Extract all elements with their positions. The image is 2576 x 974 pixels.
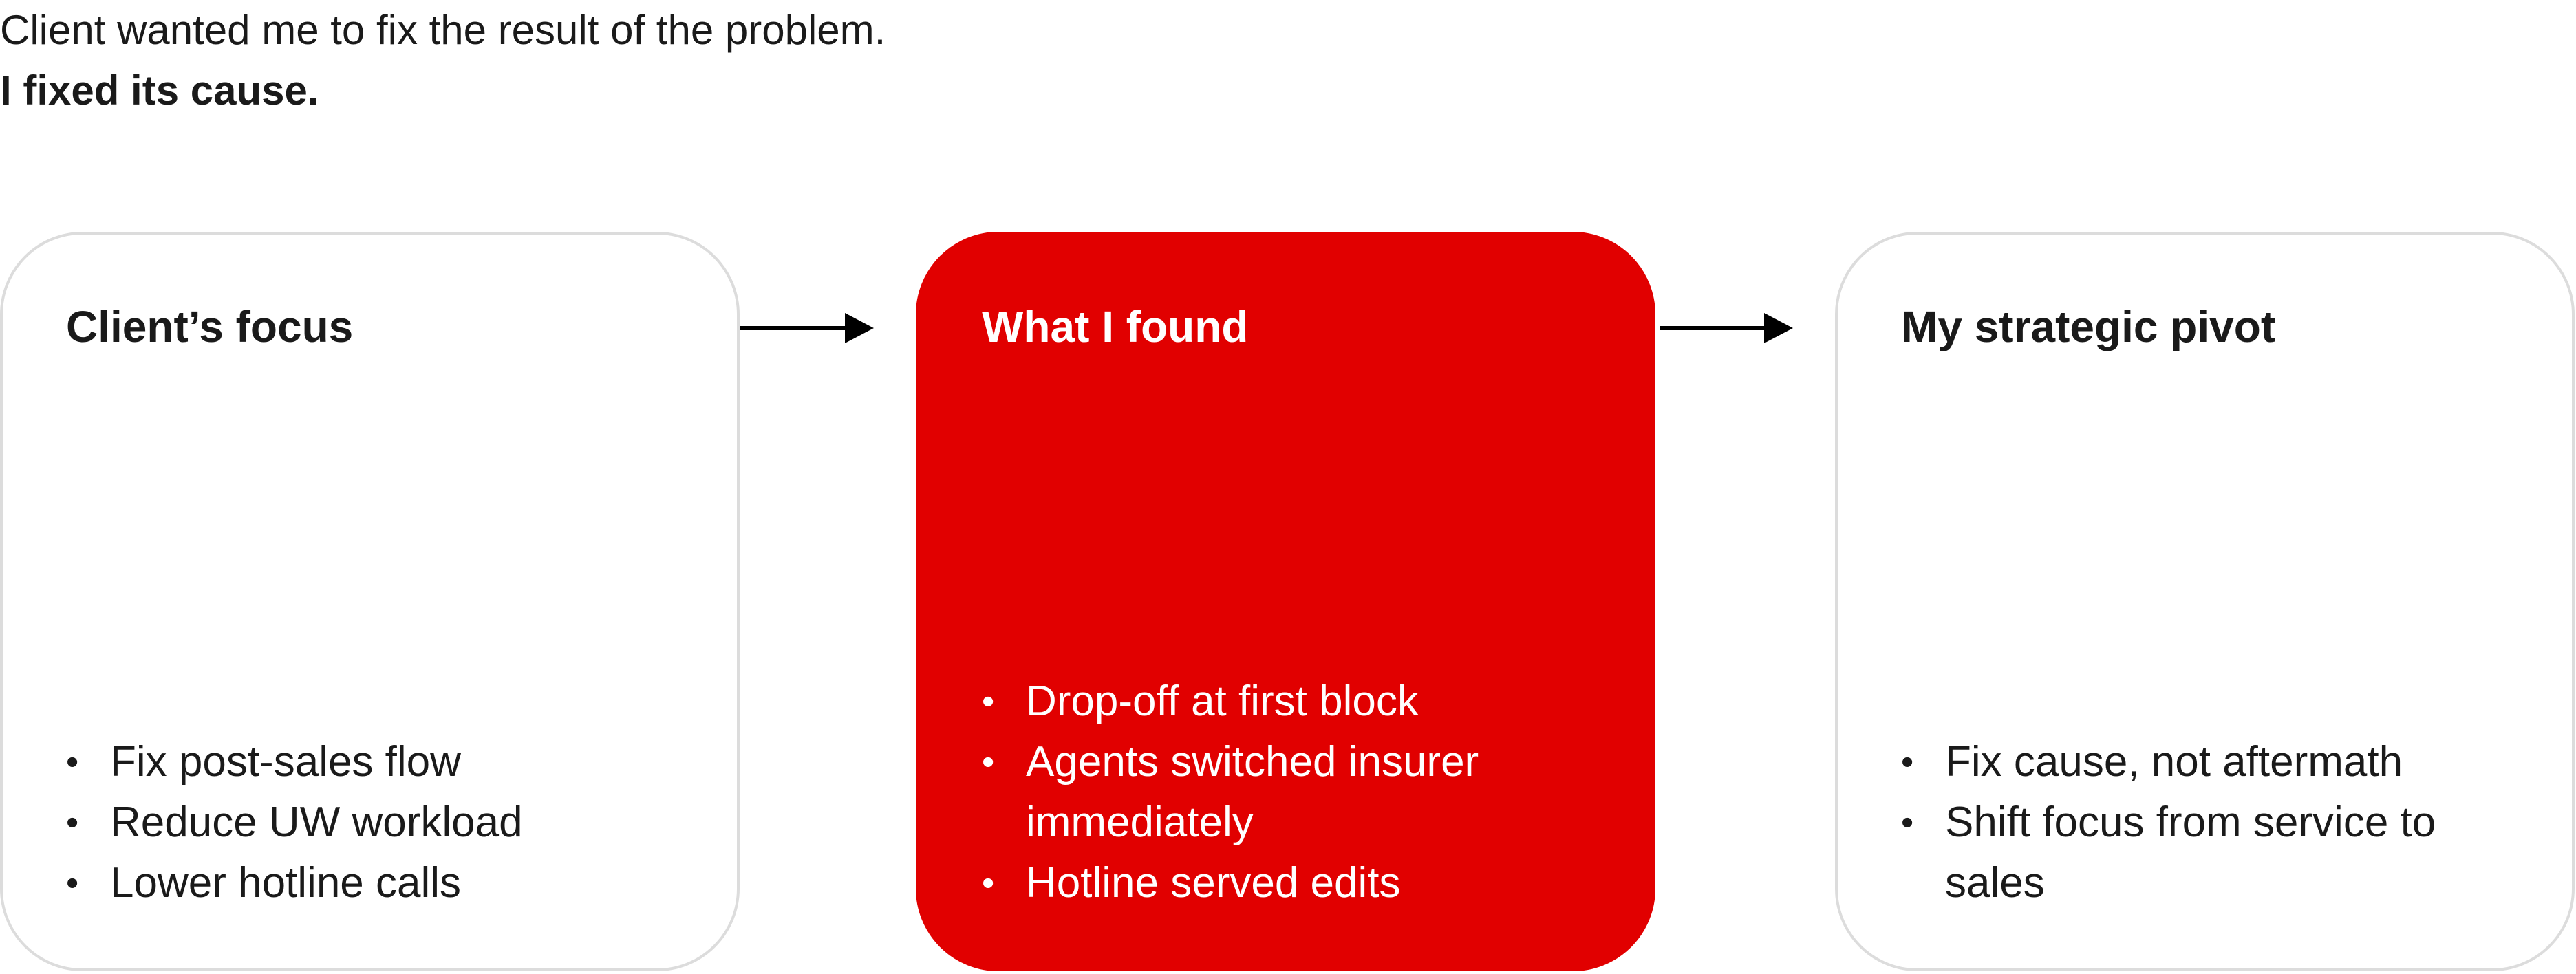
bullet-item: • Shift focus from service to sales: [1901, 792, 2476, 913]
bullet-dot-icon: •: [66, 742, 79, 782]
card-title: What I found: [982, 302, 1249, 351]
bullet-dot-icon: •: [66, 803, 79, 843]
bullet-list: • Fix cause, not aftermath • Shift focus…: [1901, 732, 2476, 913]
bullet-dot-icon: •: [982, 682, 995, 722]
card-what-i-found: What I found • Drop-off at first block •…: [916, 232, 1655, 971]
card-clients-focus: Client’s focus • Fix post-sales flow • R…: [0, 232, 740, 971]
intro-line: Client wanted me to fix the result of th…: [0, 7, 886, 53]
bullet-item: • Fix post-sales flow: [66, 732, 696, 792]
arrow-right-icon: [740, 313, 874, 343]
card-strategic-pivot: My strategic pivot • Fix cause, not afte…: [1835, 232, 2575, 971]
bullet-list: • Drop-off at first block • Agents switc…: [982, 671, 1611, 913]
bullet-item: • Drop-off at first block: [982, 671, 1611, 732]
bullet-text: Hotline served edits: [1026, 859, 1401, 907]
card-title: Client’s focus: [66, 302, 354, 351]
bullet-text: Agents switched insurer immediately: [1026, 738, 1479, 846]
bullet-dot-icon: •: [982, 863, 995, 903]
bullet-text: Fix cause, not aftermath: [1945, 738, 2403, 786]
intro-headline: I fixed its cause.: [0, 67, 319, 113]
bullet-item: • Reduce UW workload: [66, 792, 696, 853]
arrow-right-icon: [1660, 313, 1793, 343]
bullet-dot-icon: •: [66, 863, 79, 903]
bullet-text: Lower hotline calls: [110, 859, 462, 907]
bullet-item: • Lower hotline calls: [66, 853, 696, 913]
bullet-item: • Fix cause, not aftermath: [1901, 732, 2476, 792]
bullet-list: • Fix post-sales flow • Reduce UW worklo…: [66, 732, 696, 913]
bullet-text: Reduce UW workload: [110, 799, 523, 846]
card-title: My strategic pivot: [1901, 302, 2276, 351]
intro-text: Client wanted me to fix the result of th…: [0, 0, 1651, 121]
bullet-item: • Agents switched insurer immediately: [982, 732, 1611, 853]
bullet-text: Shift focus from service to sales: [1945, 799, 2436, 907]
bullet-dot-icon: •: [982, 742, 995, 782]
bullet-item: • Hotline served edits: [982, 853, 1611, 913]
bullet-text: Drop-off at first block: [1026, 678, 1419, 725]
bullet-dot-icon: •: [1901, 742, 1914, 782]
bullet-text: Fix post-sales flow: [110, 738, 461, 786]
bullet-dot-icon: •: [1901, 803, 1914, 843]
